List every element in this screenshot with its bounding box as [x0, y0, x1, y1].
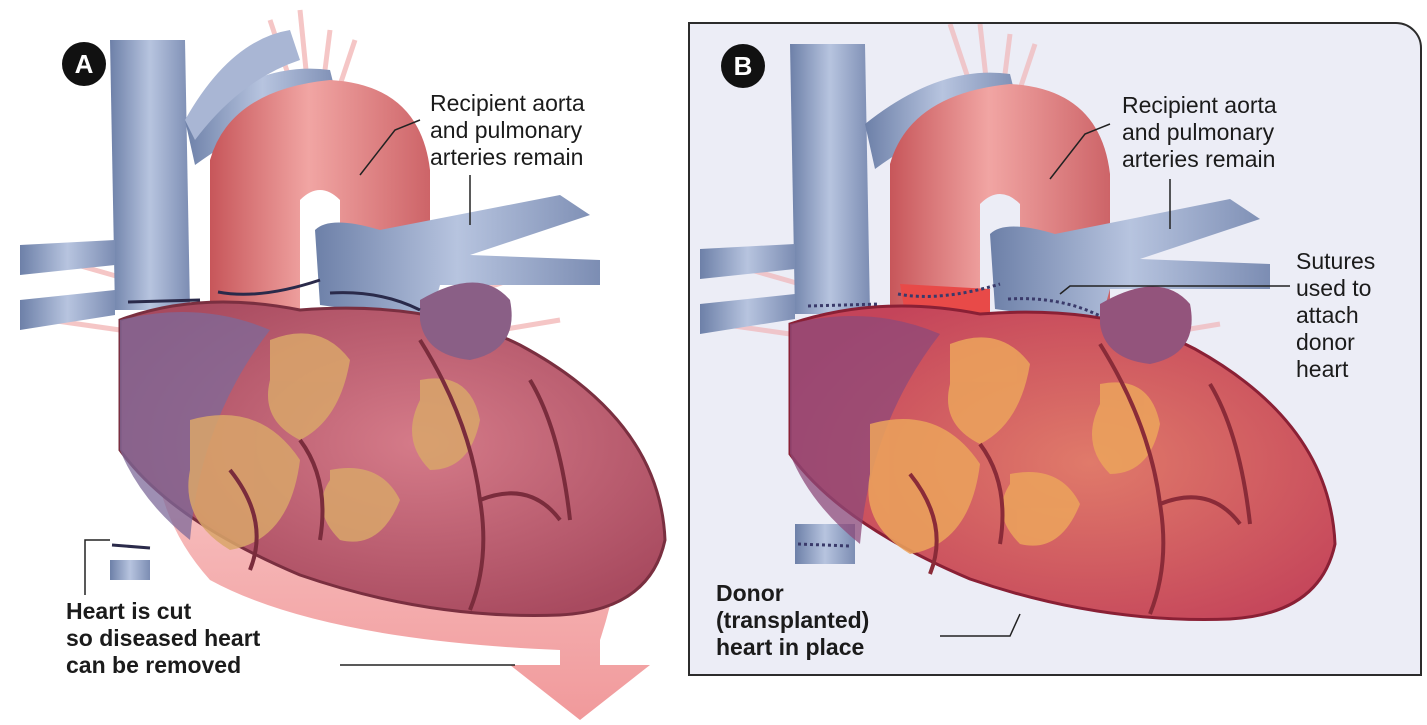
panel-b-recipient-label: Recipient aorta and pulmonary arteries r…: [1122, 92, 1277, 173]
panel-b-donor-label: Donor (transplanted) heart in place: [716, 580, 869, 661]
panel-b: B Recipient aorta and pulmonary arteries…: [688, 22, 1422, 676]
panel-b-sutures-label: Sutures used to attach donor heart: [1296, 248, 1375, 383]
panel-a-recipient-label: Recipient aorta and pulmonary arteries r…: [430, 90, 585, 171]
panel-a-cut-label: Heart is cut so diseased heart can be re…: [66, 598, 260, 679]
panel-a-badge: A: [62, 42, 106, 86]
panel-b-badge: B: [721, 44, 765, 88]
panel-a: A Recipient aorta and pulmonary arteries…: [0, 0, 700, 725]
